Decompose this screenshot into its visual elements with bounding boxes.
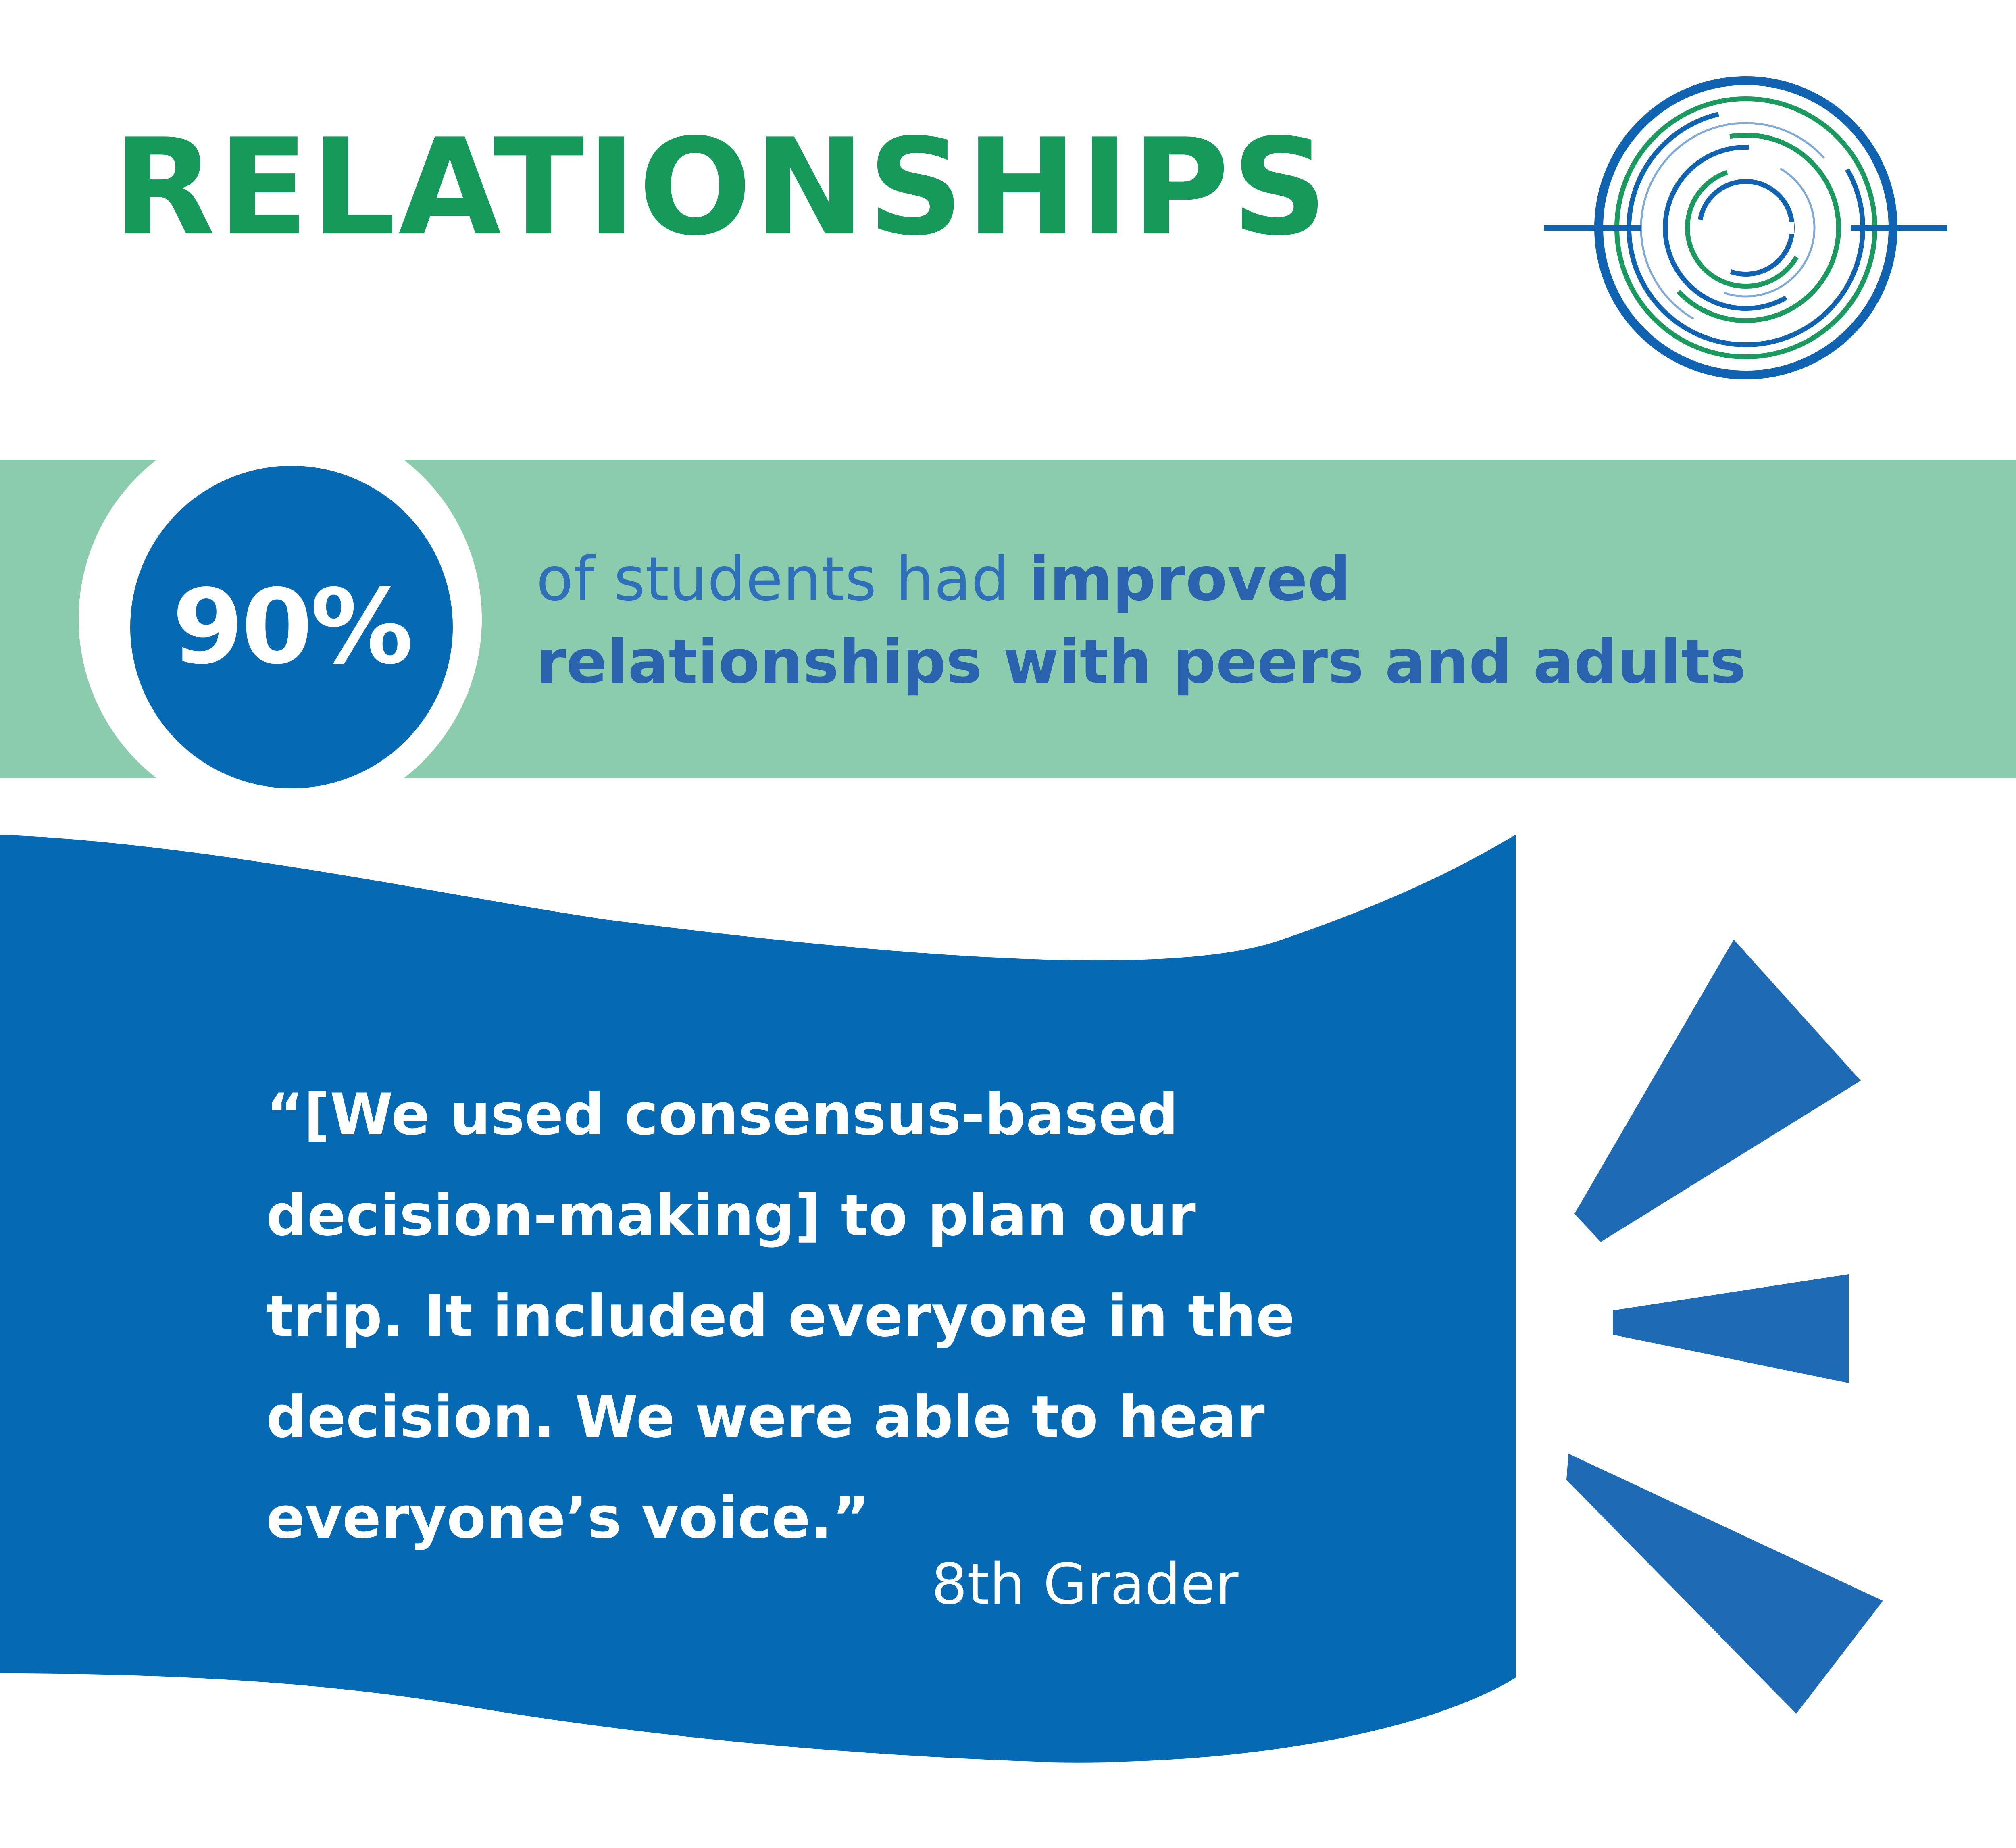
quote-line: everyone’s voice.” bbox=[266, 1485, 870, 1551]
quote-line: trip. It included everyone in the bbox=[266, 1283, 1295, 1350]
quote-line: “[We used consensus-based bbox=[266, 1081, 1179, 1148]
ray-bottom bbox=[1566, 1454, 1883, 1714]
stat-description-plain: of students had bbox=[536, 544, 1029, 615]
testimonial-quote: “[We used consensus-based decision-makin… bbox=[266, 1065, 1435, 1569]
stat-value: 90% bbox=[172, 567, 413, 687]
page-title: RELATIONSHIPS bbox=[113, 110, 1330, 265]
quote-attribution: 8th Grader bbox=[931, 1552, 1239, 1617]
stat-description-bold-1: improved bbox=[1029, 544, 1351, 615]
quote-line: decision-making] to plan our bbox=[266, 1182, 1196, 1249]
ray-middle bbox=[1613, 1274, 1849, 1383]
quote-line: decision. We were able to hear bbox=[266, 1384, 1265, 1450]
ray-top bbox=[1574, 940, 1861, 1242]
stat-description: of students had improved relationships w… bbox=[536, 538, 1746, 704]
stat-description-bold-2: relationships with peers and adults bbox=[536, 627, 1746, 697]
quote-background-shape bbox=[0, 835, 1516, 1763]
concentric-circles-target-icon bbox=[1544, 76, 1947, 379]
emphasis-rays-icon bbox=[1566, 940, 1883, 1714]
stat-badge: 90% bbox=[130, 466, 453, 788]
